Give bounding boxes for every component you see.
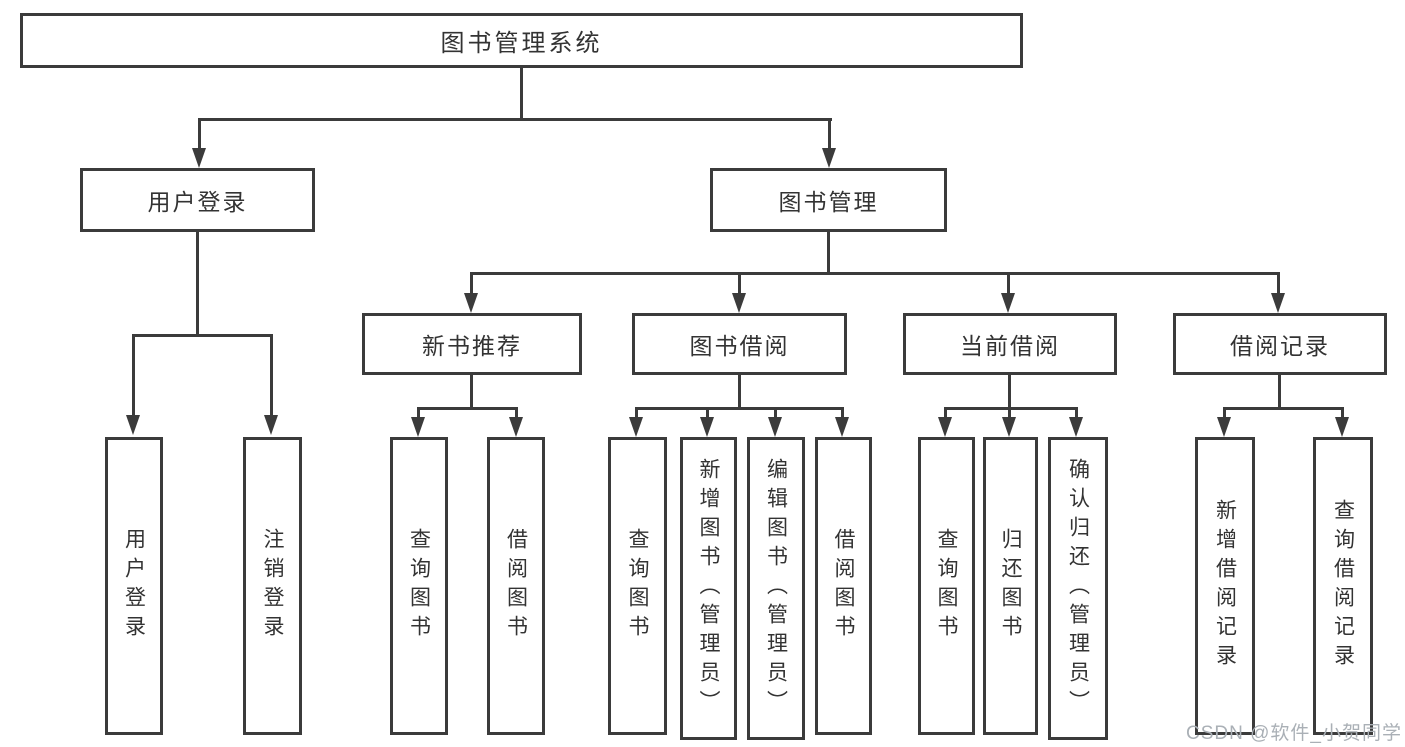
arrow-down-icon [732, 293, 746, 313]
leaf-user-login: 用户登录 [105, 437, 163, 735]
edge-userlogin-shaft [196, 232, 199, 334]
edge-records-shaft [1278, 375, 1281, 410]
node-user-login: 用户登录 [80, 168, 315, 232]
edge-drop [635, 410, 638, 418]
edge-drop [1075, 410, 1078, 418]
edge-userlogin-junction [132, 334, 273, 337]
arrow-down-icon [126, 415, 140, 435]
edge-drop-new-books [470, 275, 473, 295]
node-root-library-system: 图书管理系统 [20, 13, 1023, 68]
node-label: 图书管理 [778, 189, 879, 215]
edge-drop [841, 410, 844, 418]
edge-drop-logout [270, 337, 273, 417]
edge-drop-current-borrow [1007, 275, 1010, 295]
node-label: 借阅图书 [832, 528, 855, 644]
edge-currentborrow-shaft [1008, 375, 1011, 410]
node-label: 新书推荐 [422, 333, 522, 359]
edge-drop-book-borrow [738, 275, 741, 295]
edge-drop [1008, 410, 1011, 418]
edge-drop [417, 410, 420, 418]
edge-drop-borrow-records [1277, 275, 1280, 295]
edge-drop-login [132, 337, 135, 417]
node-label: 编辑图书（管理员） [764, 458, 788, 719]
leaf-query-books-3: 查询图书 [918, 437, 975, 735]
edge-drop [515, 410, 518, 418]
node-label: 图书管理系统 [440, 30, 603, 57]
node-label: 当前借阅 [960, 333, 1060, 359]
edge-bookborrow-junction [635, 407, 844, 410]
leaf-edit-books-admin: 编辑图书（管理员） [747, 437, 805, 740]
node-label: 确认归还（管理员） [1066, 458, 1090, 719]
edge-drop-user-login [198, 121, 201, 149]
edge-currentborrow-junction [944, 407, 1078, 410]
leaf-query-borrow-record: 查询借阅记录 [1313, 437, 1373, 735]
edge-records-junction [1223, 407, 1344, 410]
node-label: 注销登录 [261, 528, 284, 644]
node-label: 图书借阅 [689, 333, 790, 359]
arrow-down-icon [509, 417, 523, 437]
leaf-add-borrow-record: 新增借阅记录 [1195, 437, 1255, 735]
arrow-down-icon [1217, 417, 1231, 437]
node-label: 新增借阅记录 [1213, 499, 1237, 673]
node-book-management: 图书管理 [710, 168, 947, 232]
arrow-down-icon [264, 415, 278, 435]
node-label: 查询借阅记录 [1331, 499, 1355, 673]
edge-root-shaft [520, 68, 523, 121]
arrow-down-icon [835, 417, 849, 437]
node-label: 查询图书 [626, 528, 649, 644]
edge-drop [1223, 410, 1226, 418]
node-label: 借阅图书 [504, 528, 528, 644]
edge-root-junction [198, 118, 832, 121]
edge-bookborrow-shaft [738, 375, 741, 410]
arrow-down-icon [192, 148, 206, 168]
leaf-query-books-2: 查询图书 [608, 437, 667, 735]
node-label: 用户登录 [147, 189, 248, 215]
node-label: 借阅记录 [1230, 333, 1330, 359]
arrow-down-icon [1271, 293, 1285, 313]
edge-newbooks-junction [417, 407, 518, 410]
node-new-book-recommend: 新书推荐 [362, 313, 582, 375]
csdn-watermark: CSDN @软件_小贺同学 [1186, 723, 1402, 744]
node-current-borrowing: 当前借阅 [903, 313, 1117, 375]
node-label: 新增图书（管理员） [697, 458, 720, 719]
edge-bookmgmt-shaft [827, 232, 830, 272]
arrow-down-icon [768, 417, 782, 437]
node-borrowing-records: 借阅记录 [1173, 313, 1387, 375]
arrow-down-icon [822, 148, 836, 168]
node-label: 查询图书 [407, 528, 431, 644]
arrow-down-icon [938, 417, 952, 437]
leaf-borrow-books-1: 借阅图书 [487, 437, 545, 735]
leaf-query-books-1: 查询图书 [390, 437, 448, 735]
edge-bookmgmt-junction [470, 272, 1280, 275]
leaf-add-books-admin: 新增图书（管理员） [680, 437, 737, 740]
leaf-logout: 注销登录 [243, 437, 302, 735]
node-label: 归还图书 [999, 528, 1022, 644]
edge-drop [774, 410, 777, 418]
arrow-down-icon [464, 293, 478, 313]
node-label: 查询图书 [935, 528, 958, 644]
leaf-confirm-return-admin: 确认归还（管理员） [1048, 437, 1108, 740]
arrow-down-icon [1002, 417, 1016, 437]
edge-drop-book-management [828, 121, 831, 149]
edge-drop [1341, 410, 1344, 418]
leaf-return-books: 归还图书 [983, 437, 1038, 735]
arrow-down-icon [700, 417, 714, 437]
arrow-down-icon [629, 417, 643, 437]
edge-drop [706, 410, 709, 418]
arrow-down-icon [1001, 293, 1015, 313]
leaf-borrow-books-2: 借阅图书 [815, 437, 872, 735]
edge-drop [944, 410, 947, 418]
arrow-down-icon [1335, 417, 1349, 437]
node-label: 用户登录 [122, 528, 146, 644]
node-book-borrowing: 图书借阅 [632, 313, 847, 375]
arrow-down-icon [411, 417, 425, 437]
arrow-down-icon [1069, 417, 1083, 437]
edge-newbooks-shaft [470, 375, 473, 410]
